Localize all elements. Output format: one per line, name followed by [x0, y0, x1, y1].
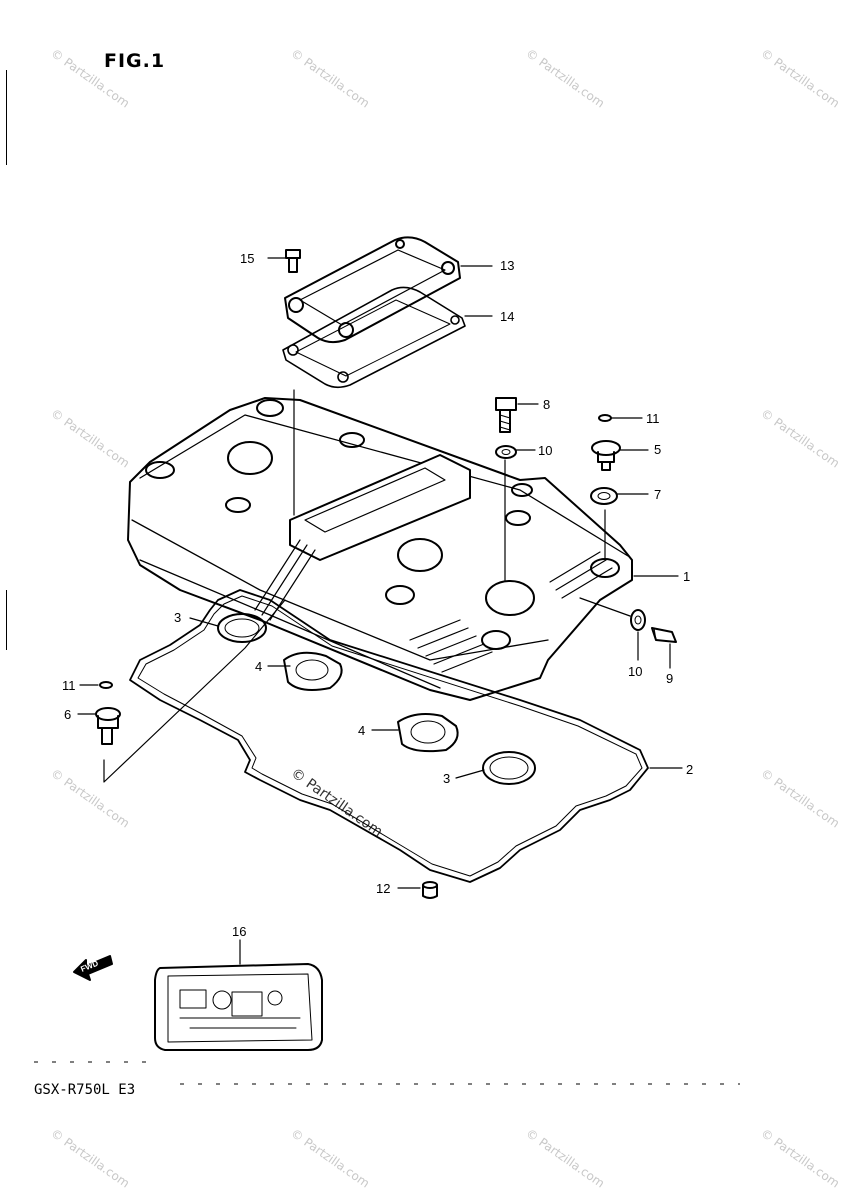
- callout-2: 2: [686, 762, 693, 777]
- breather-cover: [284, 236, 461, 344]
- watermark: © Partzilla.com: [523, 46, 607, 111]
- callout-4: 4: [358, 723, 365, 738]
- callout-5: 5: [654, 442, 661, 457]
- cap-gasket-4-lower: [397, 713, 459, 753]
- baseline-dots: [34, 1061, 740, 1085]
- page-edge-mark-lower: [6, 590, 7, 650]
- bolt-6: [95, 707, 121, 745]
- leader-lines: [77, 257, 683, 965]
- callout-12: 12: [376, 881, 390, 896]
- callout-9: 9: [666, 671, 673, 686]
- callout-16: 16: [232, 924, 246, 939]
- model-code: GSX-R750L E3: [34, 1082, 136, 1098]
- plug-seal-3-lower: [482, 751, 536, 785]
- head-cover-gasket: [129, 589, 649, 883]
- callout-labels: 1 2 3 3 4 4 5 6 7 8 9 10 10 11 11 12 13 …: [62, 251, 693, 974]
- breather-cover-gasket: [282, 286, 466, 389]
- watermark-center: © Partzilla.com: [288, 765, 386, 840]
- callout-15: 15: [240, 251, 254, 266]
- watermark: © Partzilla.com: [288, 1126, 372, 1191]
- watermark: © Partzilla.com: [288, 46, 372, 111]
- page-edge-mark: [6, 70, 7, 165]
- callout-6: 6: [64, 707, 71, 722]
- watermark: © Partzilla.com: [758, 46, 842, 111]
- plug-seal-3-upper: [217, 613, 267, 643]
- washer-10-right: [630, 609, 646, 631]
- cylinder-head-cover: [127, 397, 633, 701]
- callout-11: 11: [646, 411, 660, 426]
- watermark: © Partzilla.com: [48, 766, 132, 831]
- callout-11: 11: [62, 678, 76, 693]
- cap-11-left: [99, 681, 113, 689]
- callout-4: 4: [255, 659, 262, 674]
- callout-10: 10: [628, 664, 642, 679]
- watermark: © Partzilla.com: [758, 766, 842, 831]
- callout-3: 3: [174, 610, 181, 625]
- callout-3: 3: [443, 771, 450, 786]
- watermark: © Partzilla.com: [48, 46, 132, 111]
- breather-bolt: [285, 249, 301, 273]
- forward-arrow-icon: [73, 955, 113, 981]
- figure-title: FIG.1: [104, 50, 166, 72]
- callout-13: 13: [500, 258, 514, 273]
- watermark: © Partzilla.com: [48, 406, 132, 471]
- callout-1: 1: [683, 569, 690, 584]
- callout-7: 7: [654, 487, 661, 502]
- watermark: © Partzilla.com: [523, 1126, 607, 1191]
- cap-gasket-4-upper: [283, 651, 343, 691]
- washer-10-upper: [495, 445, 517, 459]
- callout-8: 8: [543, 397, 550, 412]
- watermark: © Partzilla.com: [48, 1126, 132, 1191]
- cap-7: [590, 487, 618, 505]
- callout-14: 14: [500, 309, 514, 324]
- plug-9: [651, 627, 677, 643]
- cap-11-upper: [598, 414, 612, 422]
- watermark: © Partzilla.com: [758, 1126, 842, 1191]
- grommet-5: [591, 440, 621, 471]
- watermark: © Partzilla.com: [758, 406, 842, 471]
- gasket-set-16: [154, 963, 323, 1051]
- dowel-12: [422, 881, 438, 899]
- head-cover-bolt-8: [495, 397, 517, 433]
- callout-10: 10: [538, 443, 552, 458]
